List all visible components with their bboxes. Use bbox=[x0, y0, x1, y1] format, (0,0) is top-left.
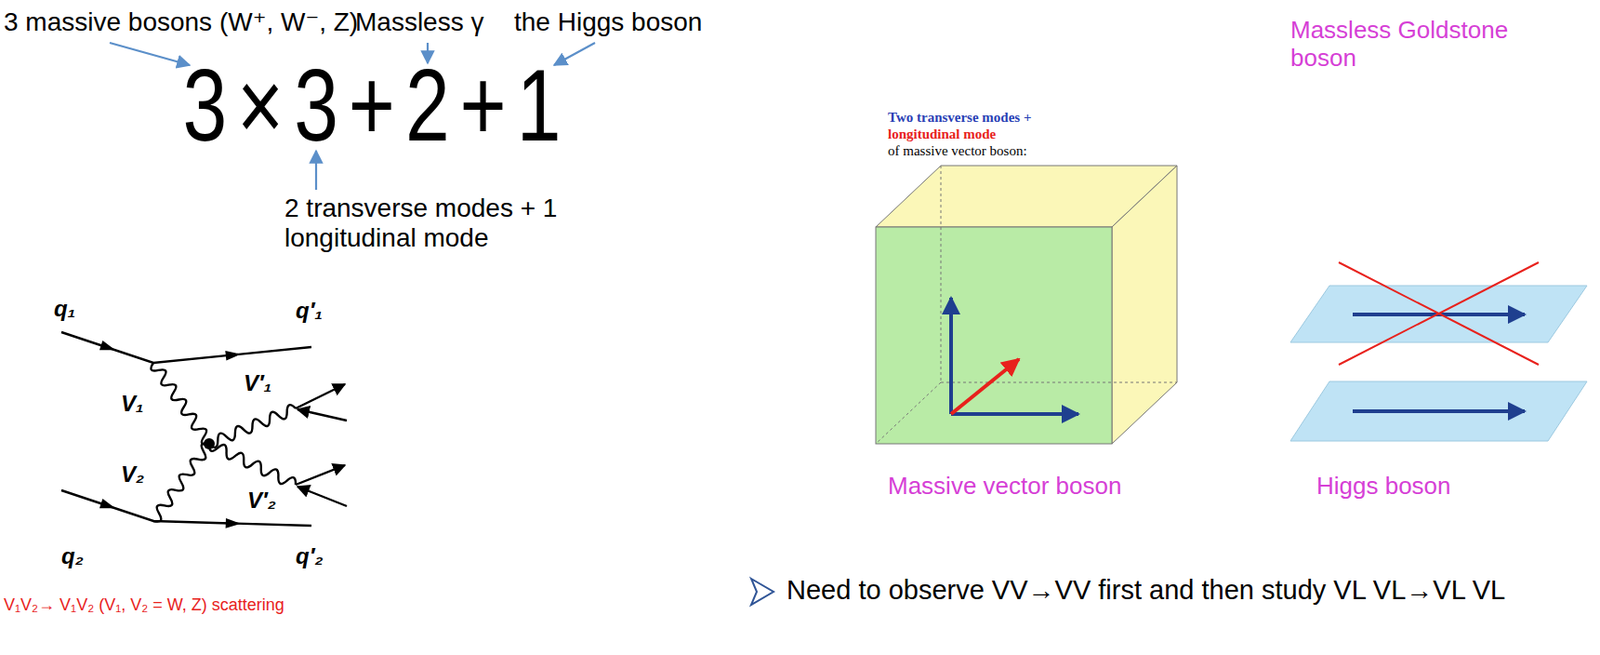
fermion-arrow bbox=[224, 350, 241, 361]
cube-side bbox=[1111, 165, 1177, 444]
diagram-caption: V₁V₂→ V₁V₂ (V₁, V₂ = W, Z) scattering bbox=[3, 595, 285, 615]
figure-caption: of massive vector boson: bbox=[887, 143, 1028, 159]
pointer-arrow bbox=[315, 150, 318, 190]
decay-line bbox=[297, 486, 347, 506]
decay-line bbox=[295, 464, 345, 485]
fermion-arrow bbox=[225, 517, 241, 529]
fermion-arrow bbox=[99, 340, 116, 350]
figure-caption: longitudinal mode bbox=[887, 126, 996, 143]
goldstone-planes bbox=[1290, 262, 1587, 441]
decay-line bbox=[297, 409, 347, 421]
transverse-arrow bbox=[951, 411, 1079, 416]
annotation: Massless γ bbox=[355, 7, 484, 38]
boson-line bbox=[150, 362, 210, 445]
count-formula: 3 × 3 + 2 + 1 bbox=[182, 53, 561, 157]
boson-line bbox=[153, 442, 210, 521]
cross-mark bbox=[1338, 262, 1539, 365]
cube-front bbox=[875, 226, 1112, 444]
bullet-text: Need to observe VV→VV first and then stu… bbox=[786, 574, 1506, 606]
boson-line bbox=[209, 443, 296, 485]
particle-label: V′₂ bbox=[247, 487, 277, 514]
particle-label: V₂ bbox=[120, 461, 145, 488]
fermion-arrow bbox=[99, 498, 116, 508]
plane bbox=[1290, 381, 1587, 441]
particle-label: V′₁ bbox=[243, 370, 272, 397]
annotation: 3 massive bosons (W⁺, W⁻, Z) bbox=[3, 7, 358, 38]
figure-title: Massless Goldstone boson bbox=[1290, 16, 1523, 73]
annotation-arrows bbox=[109, 42, 596, 190]
boson-line bbox=[209, 404, 296, 448]
figure-caption: Two transverse modes + bbox=[887, 109, 1032, 126]
decay-line bbox=[295, 383, 345, 409]
cube bbox=[875, 165, 1177, 444]
annotation: the Higgs boson bbox=[514, 7, 702, 38]
particle-label: V₁ bbox=[120, 390, 144, 417]
figure-title: Higgs boson bbox=[1316, 472, 1452, 501]
particle-label: q′₁ bbox=[295, 297, 323, 324]
particle-label: q′₂ bbox=[295, 542, 324, 569]
hidden-edge bbox=[940, 165, 942, 383]
hidden-edge bbox=[875, 382, 941, 444]
mode-arrow bbox=[1352, 409, 1525, 413]
feynman-diagram bbox=[61, 331, 347, 529]
pointer-arrow bbox=[109, 42, 190, 66]
particle-label: q₁ bbox=[53, 295, 76, 322]
quark-line bbox=[61, 331, 312, 363]
cross-mark bbox=[1338, 262, 1539, 365]
transverse-arrow bbox=[949, 297, 953, 414]
particle-label: q₂ bbox=[61, 542, 84, 569]
longitudinal-arrow bbox=[951, 358, 1019, 414]
bullet-marker bbox=[751, 578, 774, 605]
annotation: 2 transverse modes + 1 longitudinal mode bbox=[284, 193, 564, 253]
hidden-edge bbox=[940, 382, 1177, 384]
figure-title: Massive vector boson bbox=[887, 472, 1122, 501]
